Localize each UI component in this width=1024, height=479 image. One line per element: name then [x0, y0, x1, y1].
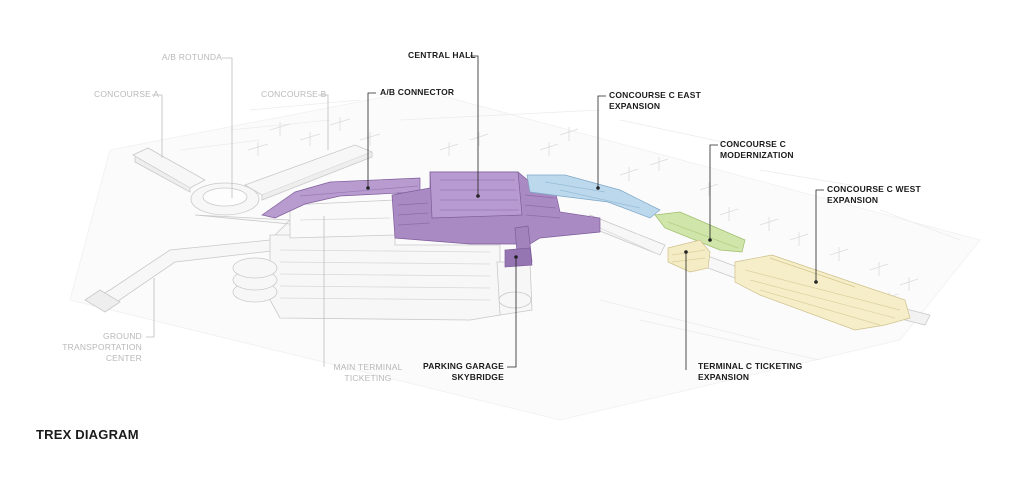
label-concourse-c-west: CONCOURSE C WEST EXPANSION [827, 184, 921, 205]
leader-concourse-a [152, 94, 163, 158]
grey-leader-lines [146, 57, 329, 367]
label-ab-connector: A/B CONNECTOR [380, 87, 455, 97]
main-terminal-building [269, 234, 501, 321]
leader-ab-connector [367, 92, 376, 188]
leader-concourse-c-east [597, 95, 606, 188]
terminal-c-ticketing-shape [667, 239, 711, 273]
leader-concourse-c-modern [709, 144, 718, 240]
label-main-terminal: MAIN TERMINAL TICKETING [333, 362, 403, 383]
concourse-a-building [132, 147, 206, 189]
label-concourse-c-east: CONCOURSE C EAST EXPANSION [609, 90, 701, 111]
leader-concourse-c-west [815, 189, 824, 282]
leader-ground-transport [146, 278, 155, 338]
label-central-hall: CENTRAL HALL [408, 50, 476, 60]
label-concourse-b: CONCOURSE B [261, 89, 327, 99]
label-terminal-c-ticketing: TERMINAL C TICKETING EXPANSION [698, 361, 803, 382]
diagram-title: TREX DIAGRAM [36, 427, 139, 442]
label-concourse-a: CONCOURSE A [94, 89, 160, 99]
leader-ab-rotunda [222, 57, 233, 198]
label-ground-transport: GROUND TRANSPORTATION CENTER [62, 331, 142, 363]
aircraft-silhouettes [247, 117, 919, 306]
label-parking-skybridge: PARKING GARAGE SKYBRIDGE [422, 361, 504, 382]
label-ab-rotunda: A/B ROTUNDA [161, 52, 223, 62]
concourse-c-modern-zone [654, 211, 746, 253]
leader-central-hall [470, 55, 479, 196]
concourse-c-west-zone [667, 239, 911, 331]
label-concourse-c-modern: CONCOURSE C MODERNIZATION [720, 139, 794, 160]
dark-leader-lines [366, 55, 824, 370]
concourse-c-east-zone [526, 174, 661, 219]
concourse-c-east-shape [526, 174, 661, 219]
leader-concourse-b [318, 94, 329, 150]
leader-parking-skybridge [507, 257, 517, 368]
existing-buildings [84, 144, 931, 326]
